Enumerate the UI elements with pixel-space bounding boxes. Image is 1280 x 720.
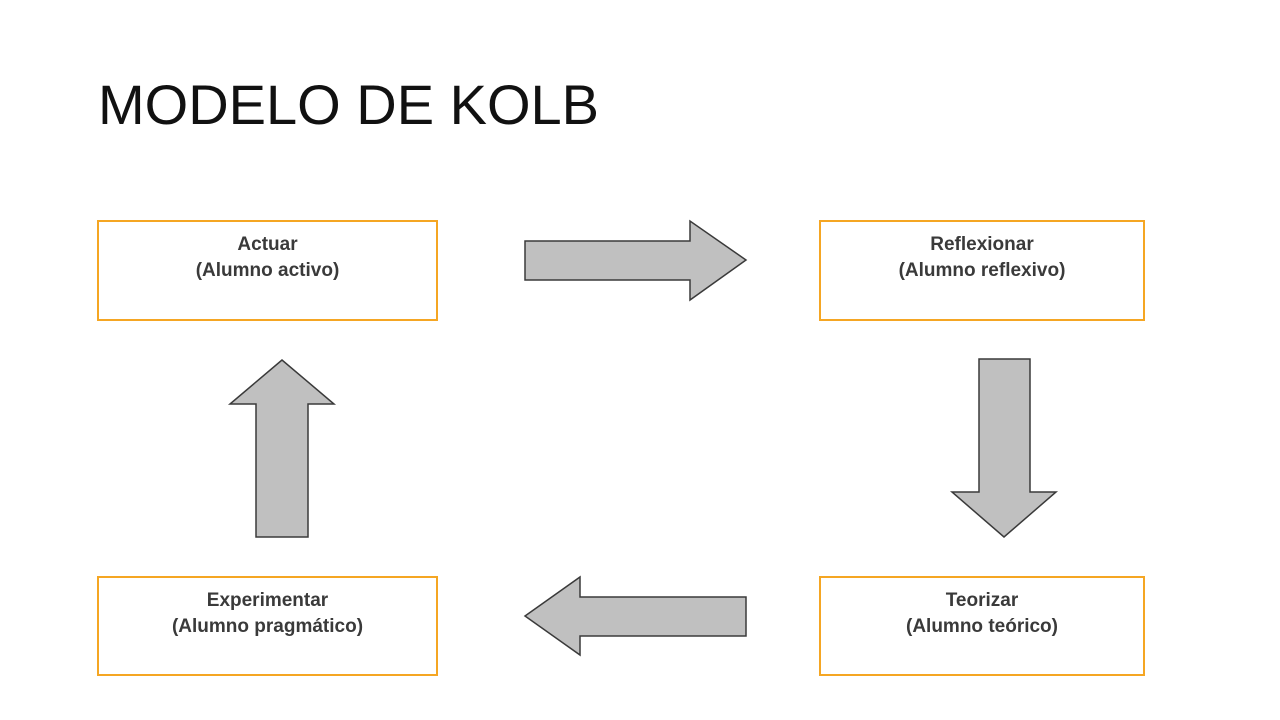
arrow-down-icon [949, 358, 1059, 538]
stage-name: Actuar [237, 234, 298, 255]
stage-name: Experimentar [206, 590, 329, 611]
arrow-right-icon [524, 219, 748, 302]
page-title: MODELO DE KOLB [98, 73, 600, 136]
arrow-up-icon [227, 359, 337, 538]
stage-name: Teorizar [945, 590, 1019, 611]
arrow-left-icon [523, 575, 747, 657]
stage-box-reflexionar: Reflexionar (Alumno reflexivo) [819, 220, 1145, 321]
stage-name: Reflexionar [930, 234, 1034, 255]
stage-learner-type: (Alumno teórico) [906, 616, 1058, 637]
stage-learner-type: (Alumno reflexivo) [898, 260, 1066, 281]
stage-box-teorizar: Teorizar (Alumno teórico) [819, 576, 1145, 676]
stage-learner-type: (Alumno pragmático) [171, 616, 364, 637]
stage-box-experimentar: Experimentar (Alumno pragmático) [97, 576, 438, 676]
stage-box-actuar: Actuar (Alumno activo) [97, 220, 438, 321]
stage-learner-type: (Alumno activo) [195, 260, 340, 281]
